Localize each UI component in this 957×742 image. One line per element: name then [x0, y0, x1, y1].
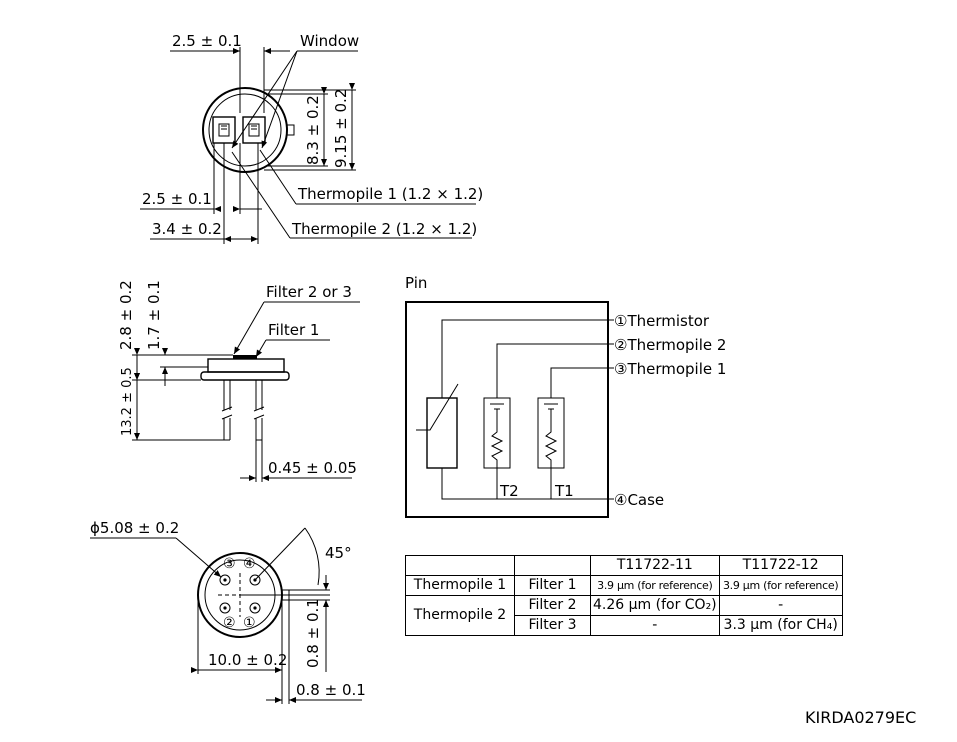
- dim-width: 10.0 ± 0.2: [208, 651, 287, 669]
- table-row: Filter 3 - 3.3 μm (for CH₄): [406, 615, 843, 636]
- pin-1-label: ①: [243, 615, 256, 631]
- table-cell: Filter 3: [514, 615, 591, 636]
- pin2-thermopile2: ②Thermopile 2: [614, 336, 726, 354]
- pin-box: [405, 301, 609, 518]
- thermopile1-label: Thermopile 1 (1.2 × 1.2): [297, 185, 483, 203]
- dim-filter-height: 1.7 ± 0.1: [145, 280, 163, 350]
- thermopile2-label: Thermopile 2 (1.2 × 1.2): [291, 220, 477, 238]
- pin-2-label: ②: [223, 615, 236, 631]
- pin-diagram: Pin T2 T1 ①Thermistor ②Thermopile 2 ③The…: [405, 274, 726, 518]
- tab: [286, 124, 295, 136]
- pin3-thermopile1: ③Thermopile 1: [614, 360, 726, 378]
- table-cell: 3.3 μm (for CH₄): [718, 615, 843, 636]
- table-cell: 3.9 μm (for reference): [718, 575, 843, 596]
- spec-table: T11722-11 T11722-12 Thermopile 1 Filter …: [405, 555, 843, 636]
- window-1: [212, 116, 236, 144]
- t1-label: T1: [554, 482, 574, 500]
- top-view: 2.5 ± 0.1 Window 8.3 ± 0.2 9.15 ± 0.2 2.…: [140, 32, 483, 244]
- side-view: 2.8 ± 0.2 1.7 ± 0.1 13.2 ± 0.5 Filter 2 …: [117, 280, 360, 482]
- filter-window: [233, 355, 257, 359]
- pin-4-label: ④: [243, 556, 256, 572]
- filter-label: Filter 1: [268, 321, 319, 339]
- table-cell: 4.26 μm (for CO₂): [590, 595, 720, 616]
- window-2: [242, 116, 266, 144]
- pin-3-label: ③: [223, 556, 236, 572]
- dim-tab: 0.8 ± 0.1: [304, 598, 322, 668]
- pin4-case: ④Case: [614, 491, 664, 509]
- dim-lead-length: 13.2 ± 0.5: [120, 367, 135, 436]
- dim-diameter: ϕ5.08 ± 0.2: [90, 519, 179, 537]
- table-header-cell: T11722-12: [718, 555, 843, 576]
- dim-height-1: 8.3 ± 0.2: [304, 95, 322, 165]
- dim-window-gap: 2.5 ± 0.1: [172, 32, 242, 50]
- dim-offset: 3.4 ± 0.2: [152, 220, 222, 238]
- can-outer: [202, 87, 288, 173]
- bottom-view: ③ ④ ② ① ϕ5.08 ± 0.2 45° 0.8 ± 0.1 10.0 ±…: [90, 519, 366, 704]
- dim-lead-dia: 0.45 ± 0.05: [268, 459, 357, 477]
- filter-top-label: Filter 2 or 3: [266, 283, 352, 301]
- cap: [207, 358, 285, 373]
- table-cell: 3.9 μm (for reference): [590, 575, 720, 596]
- dim-height-2: 9.15 ± 0.2: [332, 89, 350, 168]
- dim-gap-bottom: 2.5 ± 0.1: [142, 190, 212, 208]
- table-row: Thermopile 1 Filter 1 3.9 μm (for refere…: [405, 575, 843, 596]
- table-cell: Filter 1: [514, 575, 591, 596]
- thermistor-symbol: [426, 397, 458, 469]
- dim-cap-height: 2.8 ± 0.2: [117, 280, 135, 350]
- table-row: Thermopile 2 Filter 2 4.26 μm (for CO₂) …: [405, 595, 843, 636]
- dim-tab-width: 0.8 ± 0.1: [296, 681, 366, 699]
- window-label: Window: [300, 32, 359, 50]
- pin1-thermistor: ①Thermistor: [614, 312, 710, 330]
- flange: [200, 371, 290, 381]
- t2-label: T2: [499, 482, 519, 500]
- table-header-cell: [514, 555, 591, 576]
- table-header-cell: [405, 555, 515, 576]
- can-inner: [208, 93, 282, 167]
- table-cell: -: [590, 615, 720, 636]
- angle-label: 45°: [325, 544, 352, 562]
- table-cell: Thermopile 1: [405, 575, 515, 596]
- pin-title: Pin: [405, 274, 427, 292]
- table-cell: Thermopile 2: [405, 595, 515, 636]
- table-header-cell: T11722-11: [590, 555, 720, 576]
- table-cell: Filter 2: [514, 595, 591, 616]
- table-cell: -: [718, 595, 843, 616]
- drawing-code: KIRDA0279EC: [805, 708, 917, 727]
- table-header-row: T11722-11 T11722-12: [405, 555, 843, 576]
